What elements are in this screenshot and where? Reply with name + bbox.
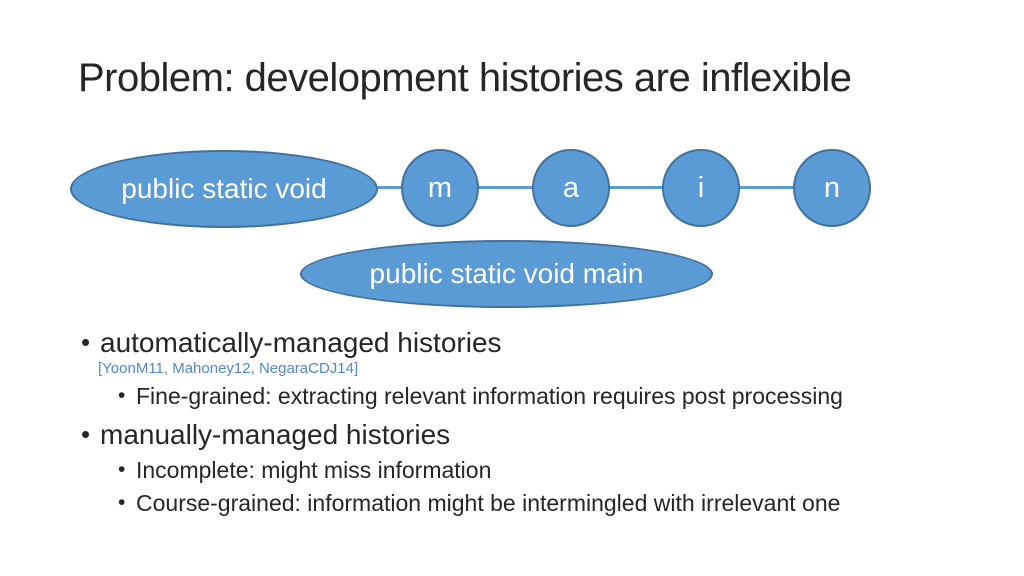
bullet-sub-incomplete: Incomplete: might miss information xyxy=(78,455,958,485)
connector-line xyxy=(224,186,832,189)
bullet-list: automatically-managed histories [YoonM11… xyxy=(78,325,958,518)
bullet-sub-course-grained: Course-grained: information might be int… xyxy=(78,488,958,518)
bullet-item-manually-managed: manually-managed histories xyxy=(78,417,958,452)
node-a-label: a xyxy=(562,171,580,204)
node-circle-i: i xyxy=(662,149,740,227)
node-m-label: m xyxy=(427,171,453,204)
bullet-item-automatically-managed: automatically-managed histories xyxy=(78,325,958,360)
node-circle-a: a xyxy=(532,149,610,227)
page-title: Problem: development histories are infle… xyxy=(78,56,852,100)
ellipse-public-static-void: public static void xyxy=(70,150,378,228)
node-i-label: i xyxy=(697,171,705,204)
node-circle-n: n xyxy=(793,149,871,227)
citation-text: [YoonM11, Mahoney12, NegaraCDJ14] xyxy=(98,360,359,377)
node-circle-m: m xyxy=(401,149,479,227)
node-n-label: n xyxy=(823,171,841,204)
ellipse-public-static-void-label: public static void xyxy=(121,173,327,204)
bullet-sub-fine-grained: Fine-grained: extracting relevant inform… xyxy=(78,381,958,411)
ellipse-public-static-void-main-label: public static void main xyxy=(369,258,644,289)
ellipse-public-static-void-main: public static void main xyxy=(300,240,713,308)
